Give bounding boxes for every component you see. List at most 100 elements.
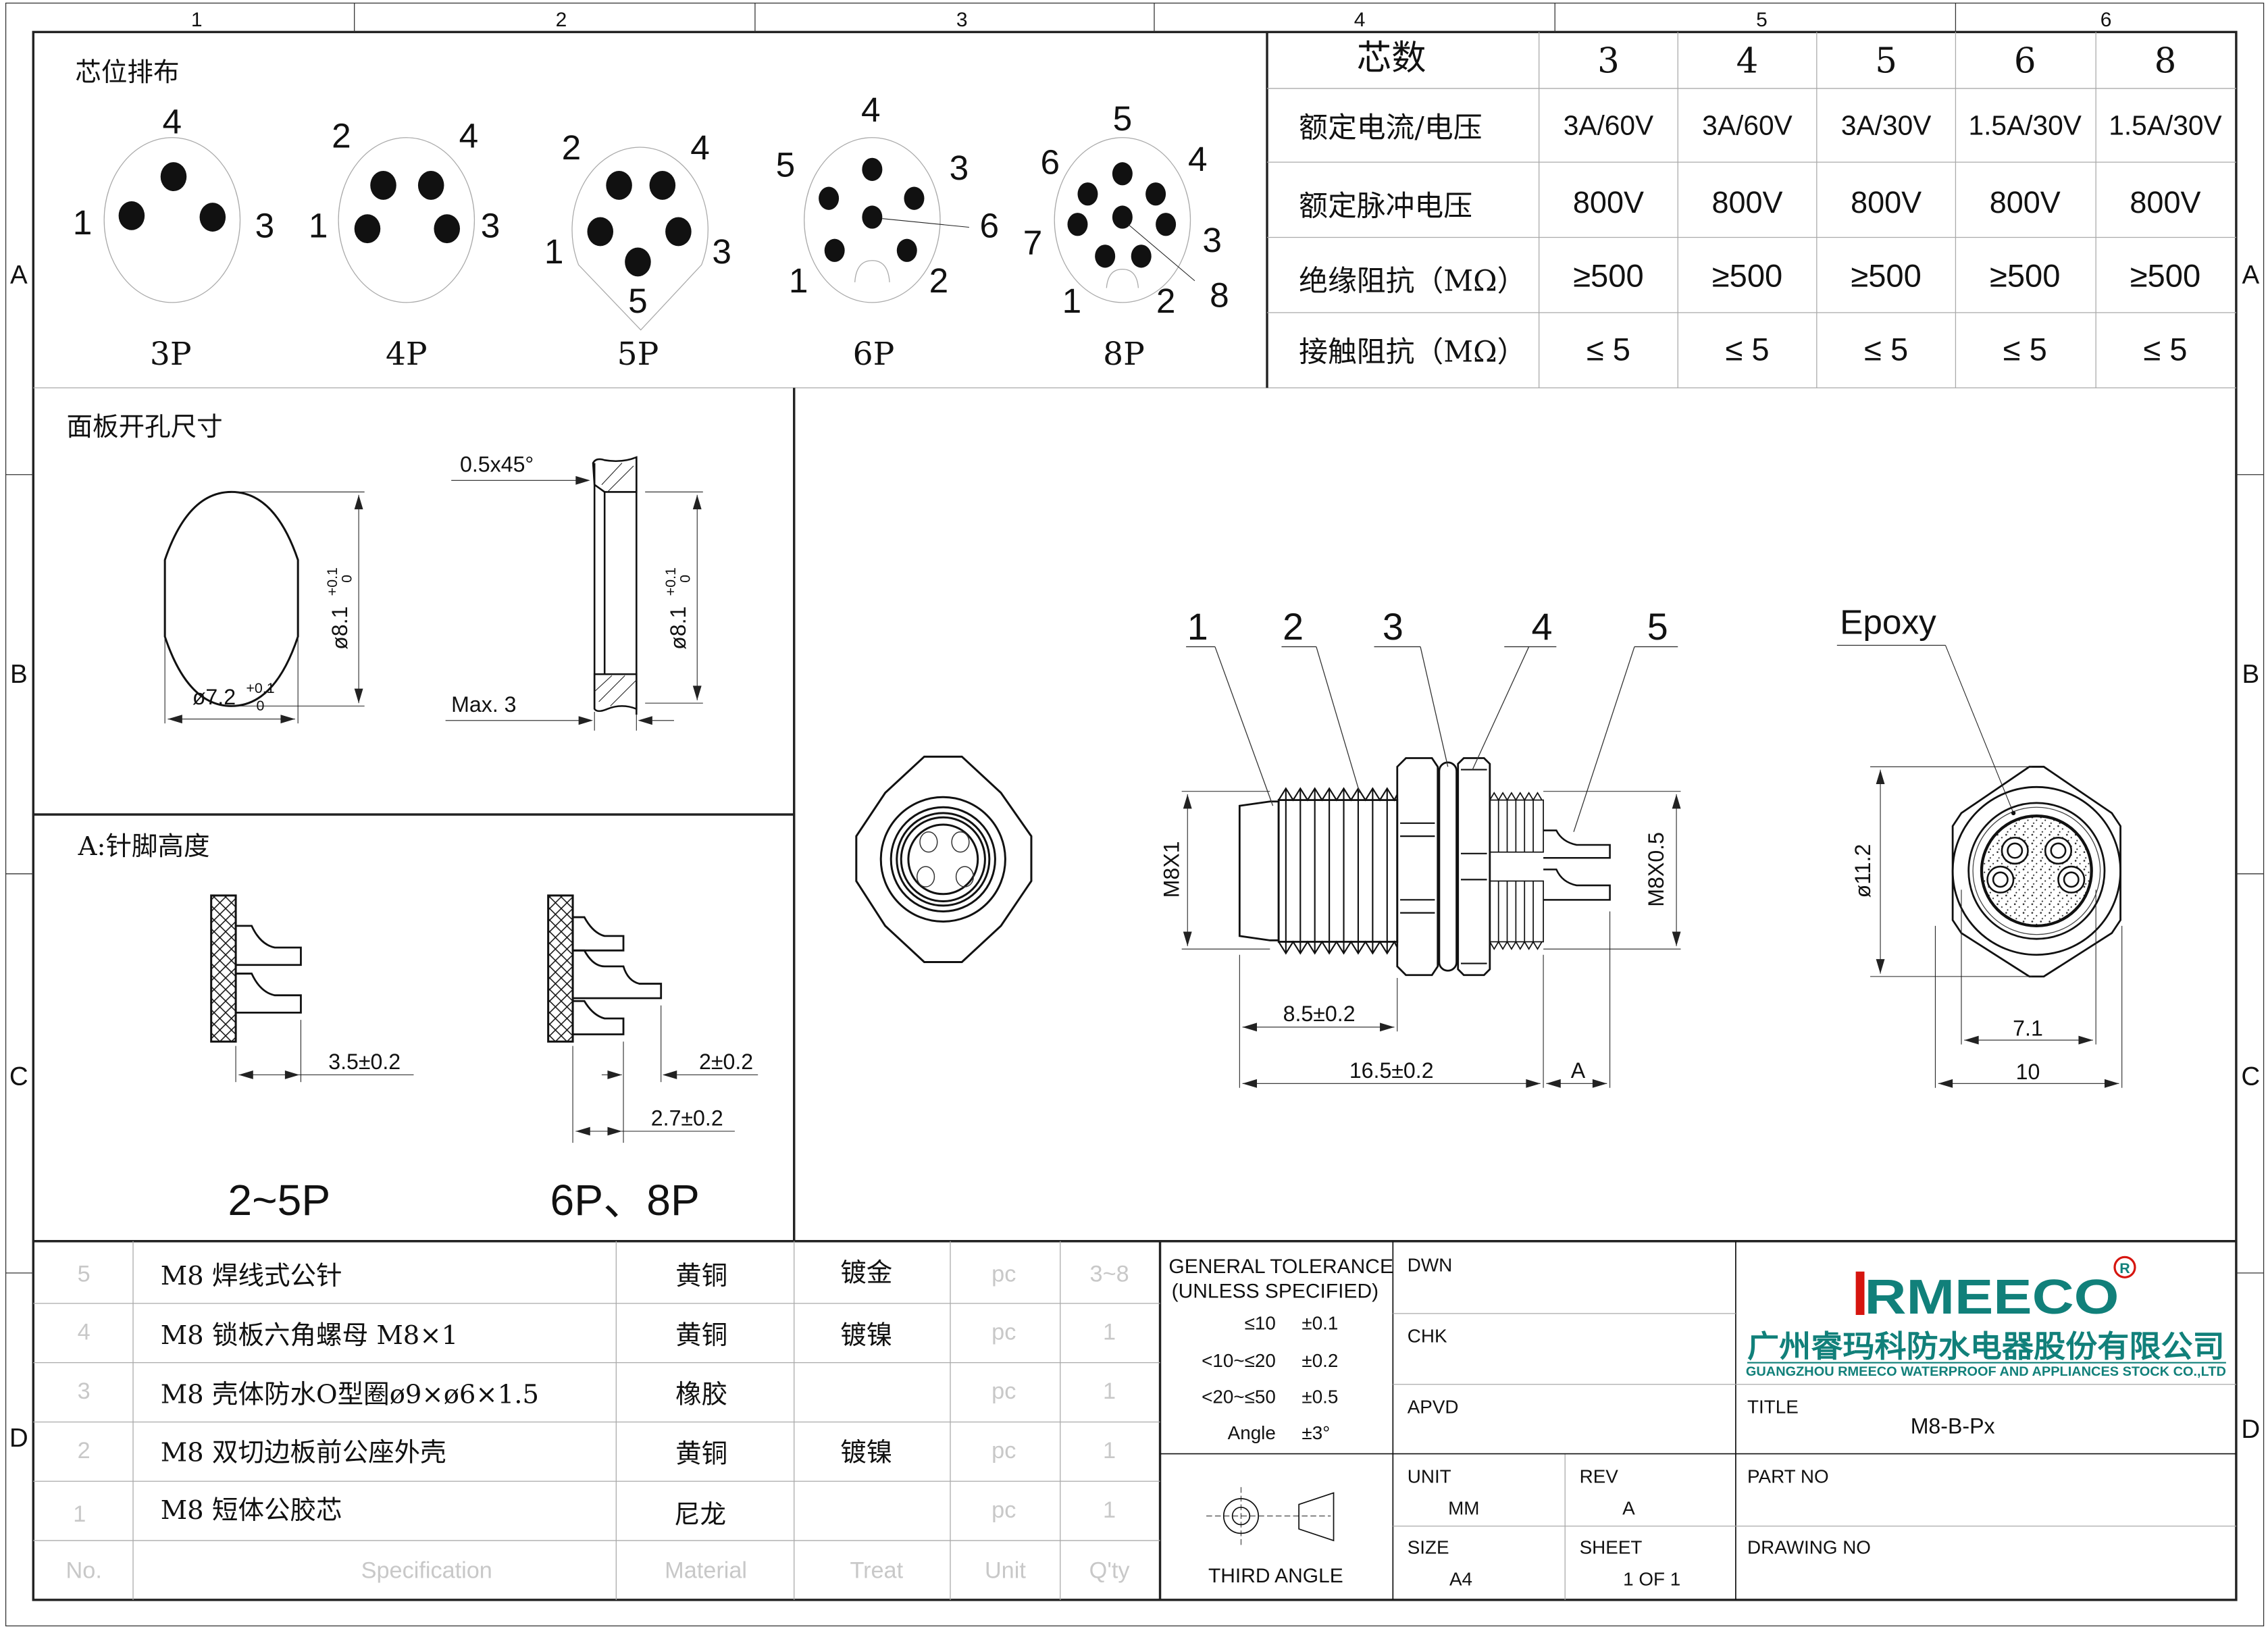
zone-row-b-left: B bbox=[10, 660, 28, 689]
pin-label: 1 bbox=[309, 206, 328, 245]
bom-no: 3 bbox=[78, 1378, 91, 1404]
pin-label: 4 bbox=[1188, 139, 1208, 178]
tolerance-range: <20~≤50 bbox=[1202, 1387, 1276, 1407]
dim-chamfer: 0.5x45° bbox=[460, 452, 534, 476]
bom-spec: M8 双切边板前公座外壳 bbox=[161, 1437, 446, 1468]
pin-label: 2 bbox=[562, 128, 582, 167]
spec-col-header: 5 bbox=[1875, 41, 1897, 81]
chk-label: CHK bbox=[1408, 1326, 1447, 1347]
pin-label: 5 bbox=[776, 145, 796, 184]
sheet-label: SHEET bbox=[1580, 1536, 1643, 1557]
zone-row-c-left: C bbox=[9, 1062, 28, 1091]
zone-col-2: 2 bbox=[556, 9, 567, 31]
logo-company-en: GUANGZHOU RMEECO WATERPROOF AND APPLIANC… bbox=[1746, 1365, 2226, 1379]
pin-height-title: A:针脚高度 bbox=[78, 831, 210, 862]
dim-pin-a: A bbox=[1571, 1058, 1586, 1083]
bom-header: Unit bbox=[985, 1558, 1026, 1584]
pin-label: 4 bbox=[861, 90, 881, 129]
pin-label: 5 bbox=[1113, 99, 1133, 138]
bom-treat: 镀金 bbox=[840, 1258, 892, 1289]
spec-row-insulation: ≥500 ≥500 ≥500 ≥500 ≥500 bbox=[1573, 257, 2200, 293]
dim-panel-height: ø8.1 bbox=[666, 606, 690, 650]
pin-label: 4 bbox=[690, 128, 710, 167]
callout-4: 4 bbox=[1531, 606, 1552, 648]
dim-panel-height-tol-low: 0 bbox=[677, 575, 694, 583]
bom-spec: M8 壳体防水O型圈ø9×ø6×1.5 bbox=[161, 1380, 539, 1410]
sheet-value: 1 OF 1 bbox=[1623, 1568, 1680, 1589]
pinout-3p: 4 1 3 3P bbox=[73, 101, 274, 373]
pin-height-section: A:针脚高度 3.5±0.2 2~5P 2±0.2 2.7±0.2 6P、8P bbox=[78, 831, 758, 1224]
logo-registered: R bbox=[2119, 1260, 2130, 1276]
spec-table: 芯数 3 4 5 6 8 额定电流/电压 额定脉冲电压 绝缘阻抗（MΩ） 接触阻… bbox=[1267, 32, 2236, 388]
spec-cell: ≤ 5 bbox=[1725, 332, 1769, 367]
bom-unit: pc bbox=[991, 1378, 1016, 1404]
rev-value: A bbox=[1622, 1498, 1635, 1519]
bom-material: 黄铜 bbox=[675, 1320, 727, 1351]
bom-qty: 1 bbox=[1103, 1319, 1116, 1345]
callout-5: 5 bbox=[1647, 606, 1668, 648]
spec-cell: ≤ 5 bbox=[1864, 332, 1908, 367]
pinout-4p: 2 4 1 3 4P bbox=[309, 116, 500, 373]
general-tolerance: GENERAL TOLERANCE (UNLESS SPECIFIED) ≤10… bbox=[1168, 1256, 1393, 1443]
bom-spec: M8 短体公胶芯 bbox=[161, 1495, 342, 1526]
zone-row-a-left: A bbox=[10, 261, 28, 290]
dim-max-thickness: Max. 3 bbox=[451, 692, 516, 717]
bom-row: 1 M8 短体公胶芯 尼龙 pc 1 bbox=[73, 1495, 1116, 1530]
spec-cell: 1.5A/30V bbox=[1969, 109, 2082, 140]
pin-label: 7 bbox=[1023, 223, 1043, 262]
pin-label: 2 bbox=[929, 261, 949, 300]
zone-row-d-left: D bbox=[9, 1424, 28, 1453]
pinout-label-6p: 6P bbox=[853, 336, 895, 373]
dim-panel-height-tol-up: +0.1 bbox=[663, 567, 679, 596]
spec-cell: 3A/30V bbox=[1841, 109, 1931, 140]
pinout-label-4p: 4P bbox=[386, 336, 428, 373]
bom-qty: 1 bbox=[1103, 1438, 1116, 1464]
tolerance-value: ±3° bbox=[1301, 1422, 1330, 1443]
insulator-hatched bbox=[210, 894, 237, 1043]
pinout-8p: 5 6 4 7 3 8 1 2 8P bbox=[1023, 99, 1229, 373]
spec-col-header: 6 bbox=[2014, 41, 2036, 81]
bom-row: 5 M8 焊线式公针 黄铜 镀金 pc 3~8 bbox=[78, 1258, 1129, 1291]
pin-label: 4 bbox=[163, 101, 182, 140]
spec-col-header: 3 bbox=[1597, 41, 1620, 81]
tolerance-range: ≤10 bbox=[1245, 1312, 1276, 1333]
pin-label: 4 bbox=[459, 116, 479, 155]
panel-section-view bbox=[592, 456, 638, 715]
apvd-label: APVD bbox=[1408, 1397, 1459, 1418]
spec-header-label: 芯数 bbox=[1357, 38, 1426, 78]
zone-col-4: 4 bbox=[1354, 9, 1366, 31]
logo-brand: RMEECO bbox=[1864, 1270, 2119, 1324]
title-label: TITLE bbox=[1747, 1397, 1799, 1418]
dim-hole-height-tol-up: +0.1 bbox=[324, 567, 340, 596]
dim-across-flats: 10 bbox=[2016, 1060, 2040, 1084]
bom-unit: pc bbox=[991, 1262, 1016, 1287]
tolerance-range: <10~≤20 bbox=[1202, 1350, 1276, 1371]
rear-view-epoxy: Epoxy ø11.2 7.1 10 bbox=[1836, 602, 2123, 1088]
tolerance-title-2: (UNLESS SPECIFIED) bbox=[1172, 1280, 1378, 1302]
zone-row-b-right: B bbox=[2242, 660, 2259, 689]
pin-height-label-left: 2~5P bbox=[228, 1176, 330, 1224]
spec-cell: ≥500 bbox=[1712, 257, 1782, 293]
pin-label: 5 bbox=[628, 281, 648, 320]
spec-cell: ≥500 bbox=[1573, 257, 1643, 293]
callout-leaders bbox=[1186, 646, 1678, 832]
zone-row-c-right: C bbox=[2241, 1062, 2260, 1091]
dim-hole-height: ø8.1 bbox=[328, 606, 352, 650]
tolerance-value: ±0.2 bbox=[1301, 1350, 1338, 1371]
pin-label: 3 bbox=[481, 206, 500, 245]
tolerance-title-1: GENERAL TOLERANCE bbox=[1168, 1256, 1393, 1278]
pin-label: 1 bbox=[73, 203, 93, 242]
unit-value: MM bbox=[1448, 1498, 1479, 1519]
bom-unit: pc bbox=[991, 1319, 1016, 1345]
pinout-label-8p: 8P bbox=[1103, 336, 1145, 373]
zone-row-d-right: D bbox=[2241, 1415, 2260, 1444]
pinout-5p: 2 4 1 3 5 5P bbox=[544, 128, 731, 373]
pin-height-label-right: 6P、8P bbox=[550, 1176, 699, 1224]
pinout-6p: 4 5 3 6 1 2 6P bbox=[776, 90, 1000, 373]
bom-material: 黄铜 bbox=[675, 1439, 727, 1469]
tolerance-value: ±0.1 bbox=[1301, 1312, 1338, 1333]
outer-border bbox=[5, 2, 2265, 1627]
bom-material: 橡胶 bbox=[675, 1380, 727, 1410]
part-no-label: PART NO bbox=[1747, 1466, 1829, 1486]
